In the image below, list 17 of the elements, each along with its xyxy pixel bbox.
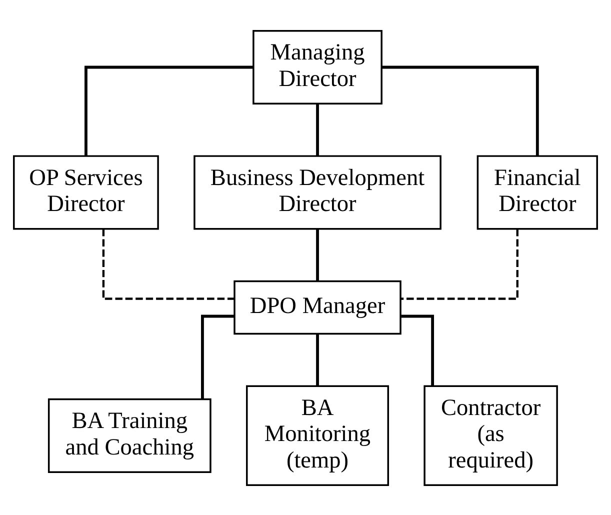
node-box: OP Services Director [13,154,159,230]
node-box: BA Monitoring (temp) [246,384,390,486]
connector [102,228,234,300]
connector [201,314,234,399]
connector [382,65,539,156]
connector [316,334,319,386]
connector [316,229,319,281]
node-box: DPO Manager [234,280,402,334]
node-box: Financial Director [476,154,598,230]
connector [400,228,518,300]
node-box: Contractor (as required) [424,384,558,486]
node-box: BA Training and Coaching [48,398,212,472]
node-box: Managing Director [252,29,382,104]
connector [316,104,319,156]
node-box: Business Development Director [194,154,442,230]
connector [401,314,434,386]
connector [84,65,254,156]
